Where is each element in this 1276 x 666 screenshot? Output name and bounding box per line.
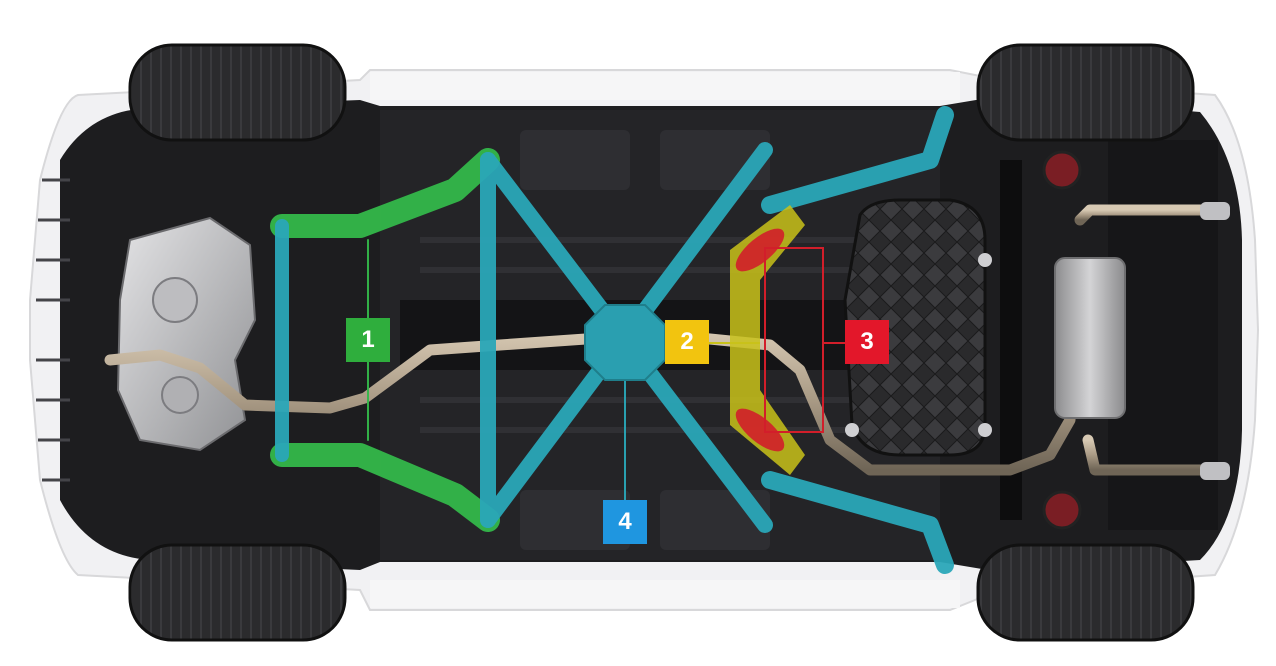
mount-3-red: [735, 228, 845, 452]
front-right-tire: [128, 543, 347, 642]
brace-4-center-plate: [584, 304, 666, 381]
rear-left-tire: [976, 43, 1195, 142]
callout-2: 2: [665, 320, 709, 364]
rear-hubs: [1042, 150, 1082, 530]
gearbox: [116, 216, 257, 452]
rear-right-tire: [976, 543, 1195, 642]
callout-4: 4: [603, 500, 647, 544]
tires: [128, 43, 1195, 642]
front-left-tire: [128, 43, 347, 142]
callout-3: 3: [845, 320, 889, 364]
fuel-tank: [843, 198, 992, 457]
muffler: [1054, 202, 1230, 480]
callout-1: 1: [346, 318, 390, 362]
